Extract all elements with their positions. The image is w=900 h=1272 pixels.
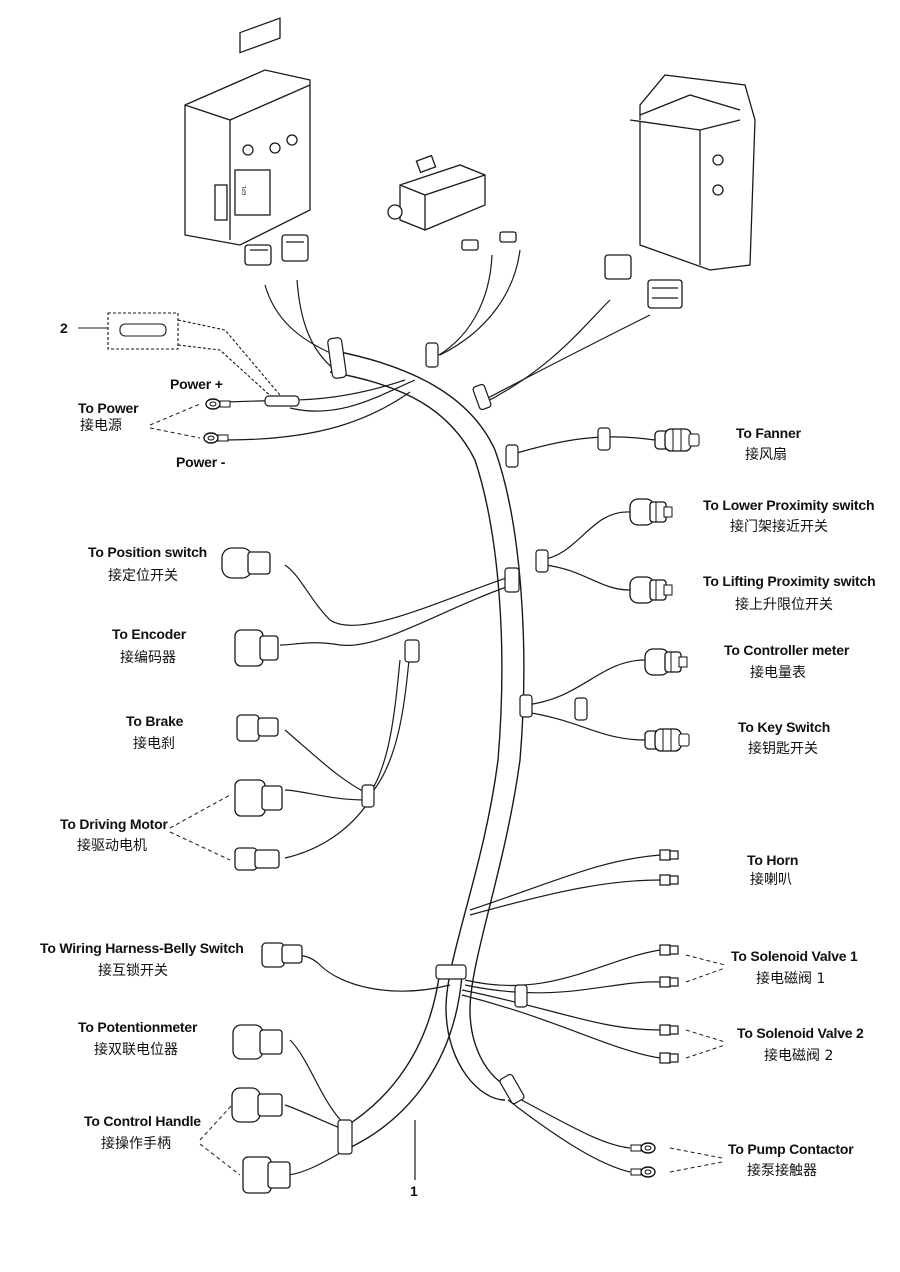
fuse-callout-number: 2 — [60, 320, 68, 336]
encoder-label-zh: 接编码器 — [120, 650, 176, 666]
encoder-label-en: To Encoder — [112, 626, 186, 642]
left-connectors — [221, 547, 303, 1194]
solenoid-2-label-zh: 接电磁阀 2 — [764, 1048, 834, 1064]
solenoid-2-terminal-1 — [659, 1024, 679, 1036]
horn-terminal-2 — [659, 874, 679, 886]
fuse-callout — [78, 312, 281, 401]
pump-contactor-label-en: To Pump Contactor — [728, 1141, 854, 1157]
power-minus-label: Power - — [176, 454, 226, 470]
pump-contactor-label-zh: 接泵接触器 — [747, 1163, 817, 1179]
lifting-proximity-connector — [629, 576, 673, 604]
lifting-proximity-label-zh: 接上升限位开关 — [735, 597, 833, 613]
key-switch-label-en: To Key Switch — [738, 719, 831, 735]
pump-contactor-terminal-1 — [630, 1142, 656, 1154]
solenoid-1-terminal-2 — [659, 976, 679, 988]
power-plus-terminal — [205, 398, 231, 410]
power-wires — [224, 379, 406, 407]
controller-meter-connector — [644, 648, 688, 676]
lower-proximity-label-zh: 接门架接近开关 — [730, 519, 828, 535]
key-switch-connector — [644, 728, 690, 752]
left-branches — [279, 564, 516, 1176]
horn-terminal-1 — [659, 849, 679, 861]
controller-meter-label-zh: 接电量表 — [750, 665, 806, 681]
harness-callout-number: 1 — [410, 1183, 418, 1199]
belly-switch-label-zh: 接互锁开关 — [98, 963, 168, 979]
controller-module-left — [184, 17, 311, 266]
fanner-connector — [654, 428, 700, 452]
solenoid-1-label-zh: 接电磁阀 1 — [756, 971, 826, 987]
control-handle-label-en: To Control Handle — [84, 1113, 201, 1129]
top-branches — [224, 249, 651, 441]
key-switch-label-zh: 接钥匙开关 — [748, 741, 818, 757]
controller-meter-label-en: To Controller meter — [724, 642, 850, 658]
belly-switch-label-en: To Wiring Harness-Belly Switch — [40, 940, 244, 956]
lower-proximity-label-en: To Lower Proximity switch — [703, 497, 875, 513]
power-minus-terminal — [203, 432, 229, 444]
brake-label-en: To Brake — [126, 713, 184, 729]
controller-module-right — [604, 74, 756, 309]
solenoid-2-terminal-2 — [659, 1052, 679, 1064]
driving-motor-label-zh: 接驱动电机 — [77, 838, 147, 854]
solenoid-1-terminal-1 — [659, 944, 679, 956]
brake-label-zh: 接电刹 — [133, 736, 175, 752]
fanner-label-en: To Fanner — [736, 425, 801, 441]
solenoid-2-label-en: To Solenoid Valve 2 — [737, 1025, 864, 1041]
power-label-zh: 接电源 — [80, 418, 122, 434]
fanner-label-zh: 接风扇 — [745, 447, 787, 463]
power-label-en: To Power — [78, 400, 139, 416]
potentionmeter-label-en: To Potentionmeter — [78, 1019, 198, 1035]
lifting-proximity-label-en: To Lifting Proximity switch — [703, 573, 876, 589]
power-leader-lines — [149, 403, 201, 439]
control-handle-label-zh: 接操作手柄 — [101, 1136, 171, 1152]
horn-label-en: To Horn — [747, 852, 799, 868]
harness-sleeves — [327, 337, 611, 1155]
controller-model-text: EPL — [242, 185, 248, 195]
solenoid-1-label-en: To Solenoid Valve 1 — [731, 948, 858, 964]
power-plus-label: Power + — [170, 376, 223, 392]
switch-block-middle — [387, 154, 517, 251]
main-harness-trunk — [329, 349, 525, 1151]
right-branches — [461, 436, 661, 1173]
position-switch-label-en: To Position switch — [88, 544, 208, 560]
driving-motor-label-en: To Driving Motor — [60, 816, 168, 832]
horn-label-zh: 接喇叭 — [750, 872, 792, 888]
pump-contactor-terminal-2 — [630, 1166, 656, 1178]
leader-lines — [169, 794, 726, 1176]
position-switch-label-zh: 接定位开关 — [108, 568, 178, 584]
lower-proximity-connector — [629, 498, 673, 526]
potentionmeter-label-zh: 接双联电位器 — [94, 1042, 178, 1058]
